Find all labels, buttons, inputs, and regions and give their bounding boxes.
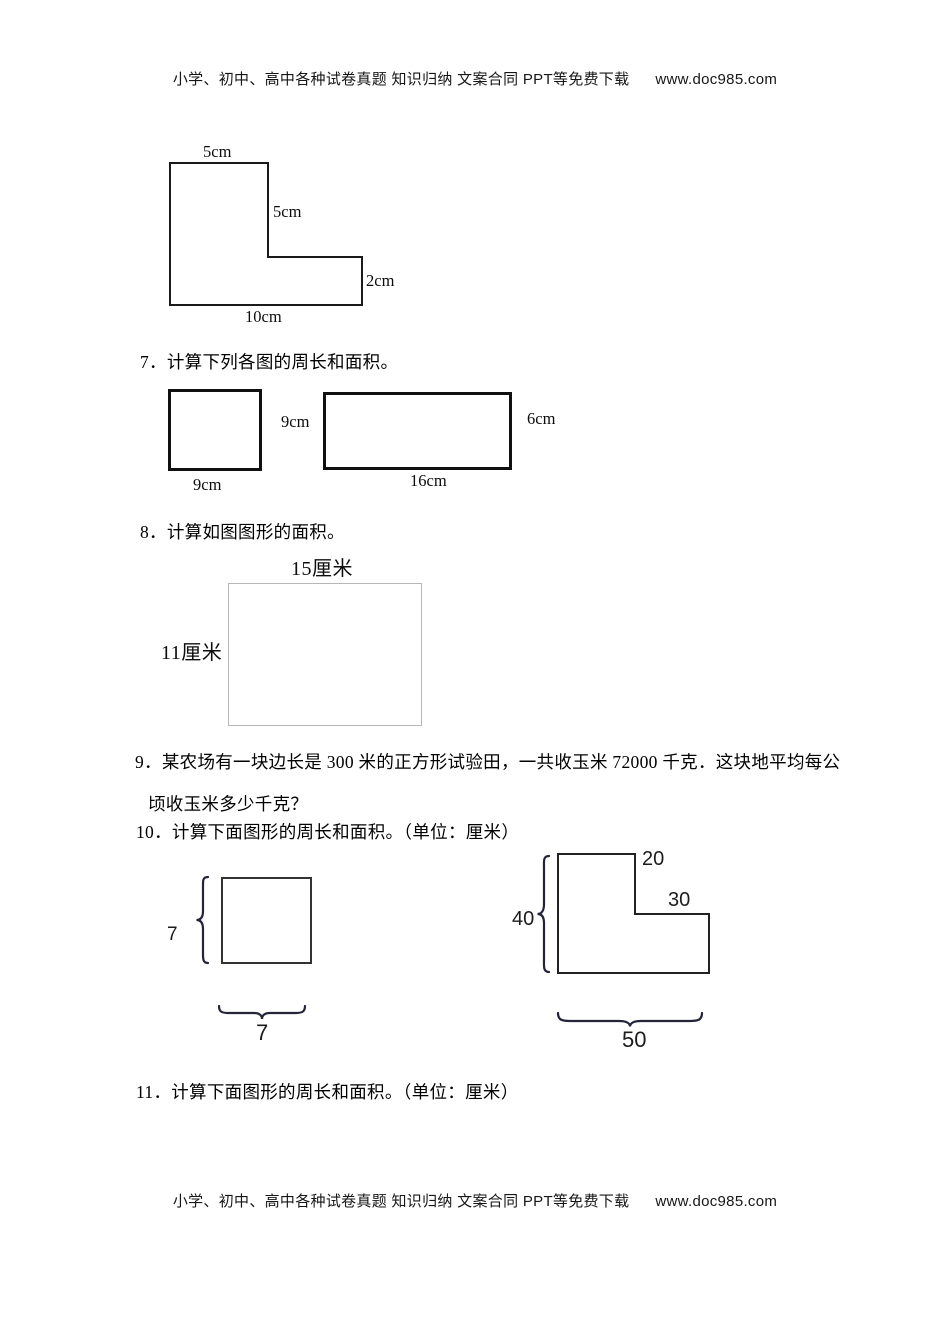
q10-lshape-bottom-label: 50 xyxy=(622,1027,647,1052)
dimension-label-right: 2cm xyxy=(366,271,395,290)
q10-square xyxy=(221,877,312,964)
dimension-label-bottom: 10cm xyxy=(245,307,282,326)
lshape-figure-1 xyxy=(169,162,363,306)
q10-square-bottom-label: 7 xyxy=(256,1020,269,1045)
question-10-text: 10．计算下面图形的周长和面积。（单位：厘米） xyxy=(136,822,520,842)
q10-lshape-outline xyxy=(557,853,710,974)
q10-square-bottom-brace xyxy=(217,1004,307,1020)
q10-lshape-left-brace xyxy=(537,854,551,974)
q10-lshape-middle-label: 30 xyxy=(668,889,691,911)
q10-square-left-label: 7 xyxy=(167,924,178,945)
header-text: 小学、初中、高中各种试卷真题 知识归纳 文案合同 PPT等免费下载 xyxy=(172,71,630,88)
q7-rectangle-side-label: 6cm xyxy=(527,409,556,428)
page-header: 小学、初中、高中各种试卷真题 知识归纳 文案合同 PPT等免费下载 www.do… xyxy=(0,68,950,89)
dimension-label-top: 5cm xyxy=(203,142,232,161)
page-footer: 小学、初中、高中各种试卷真题 知识归纳 文案合同 PPT等免费下载 www.do… xyxy=(0,1190,950,1211)
q10-lshape xyxy=(557,853,710,974)
footer-text: 小学、初中、高中各种试卷真题 知识归纳 文案合同 PPT等免费下载 xyxy=(172,1193,630,1210)
q7-square-bottom-label: 9cm xyxy=(193,475,222,494)
q7-square xyxy=(168,389,262,471)
lshape-outline xyxy=(169,162,363,306)
q10-square-left-brace xyxy=(196,875,210,965)
footer-url: www.doc985.com xyxy=(655,1193,778,1210)
q8-rectangle xyxy=(228,583,422,726)
question-9-text-line2: 顷收玉米多少千克？ xyxy=(148,794,309,814)
dimension-label-middle: 5cm xyxy=(273,202,302,221)
question-8-text: 8．计算如图图形的面积。 xyxy=(140,522,345,542)
question-11-text: 11．计算下面图形的周长和面积。（单位：厘米） xyxy=(136,1082,519,1102)
q10-lshape-bottom-brace xyxy=(556,1011,704,1027)
q7-rectangle xyxy=(323,392,512,470)
q10-lshape-top-label: 20 xyxy=(642,848,665,870)
header-url: www.doc985.com xyxy=(655,71,778,88)
q7-rectangle-bottom-label: 16cm xyxy=(410,471,447,490)
q8-top-label: 15厘米 xyxy=(291,558,353,580)
question-9-text-line1: 9．某农场有一块边长是 300 米的正方形试验田，一共收玉米 72000 千克．… xyxy=(135,752,841,772)
q8-left-label: 11厘米 xyxy=(161,642,223,664)
q7-square-side-label: 9cm xyxy=(281,412,310,431)
q10-lshape-left-label: 40 xyxy=(512,908,535,930)
question-7-text: 7．计算下列各图的周长和面积。 xyxy=(140,352,399,372)
